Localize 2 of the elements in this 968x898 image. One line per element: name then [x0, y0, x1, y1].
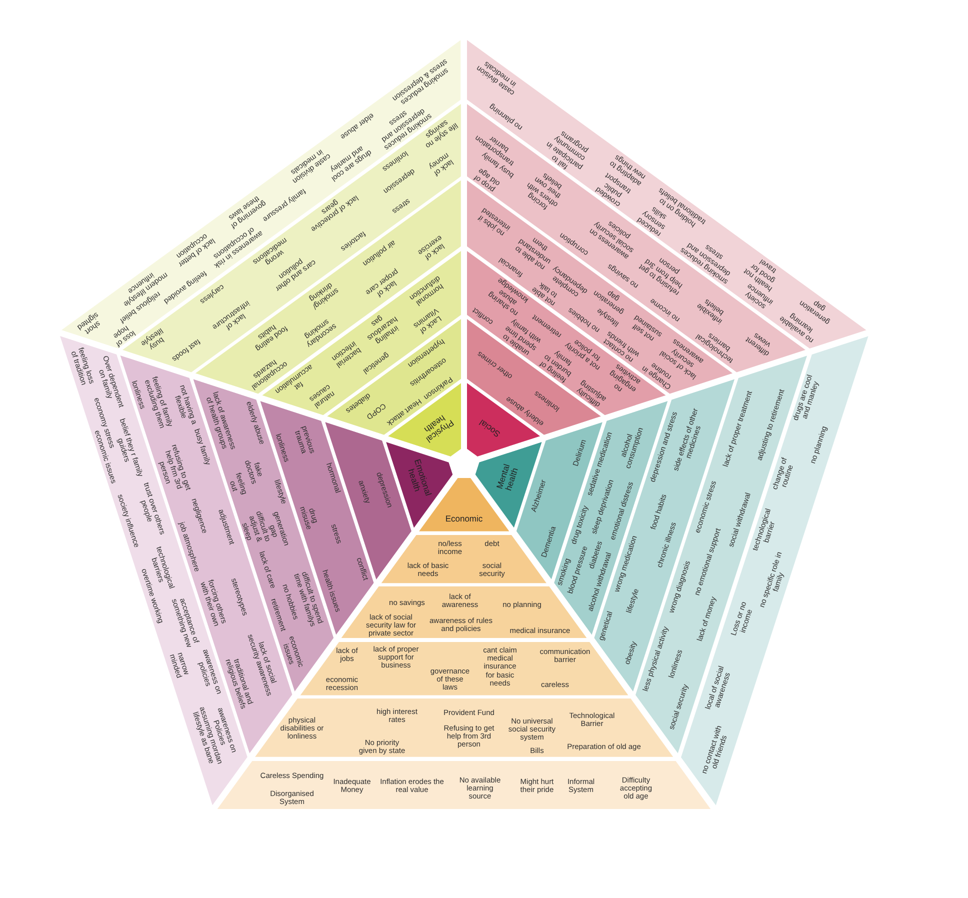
sector-title: Economic	[445, 514, 483, 524]
sector-title: Mental health	[492, 462, 521, 494]
